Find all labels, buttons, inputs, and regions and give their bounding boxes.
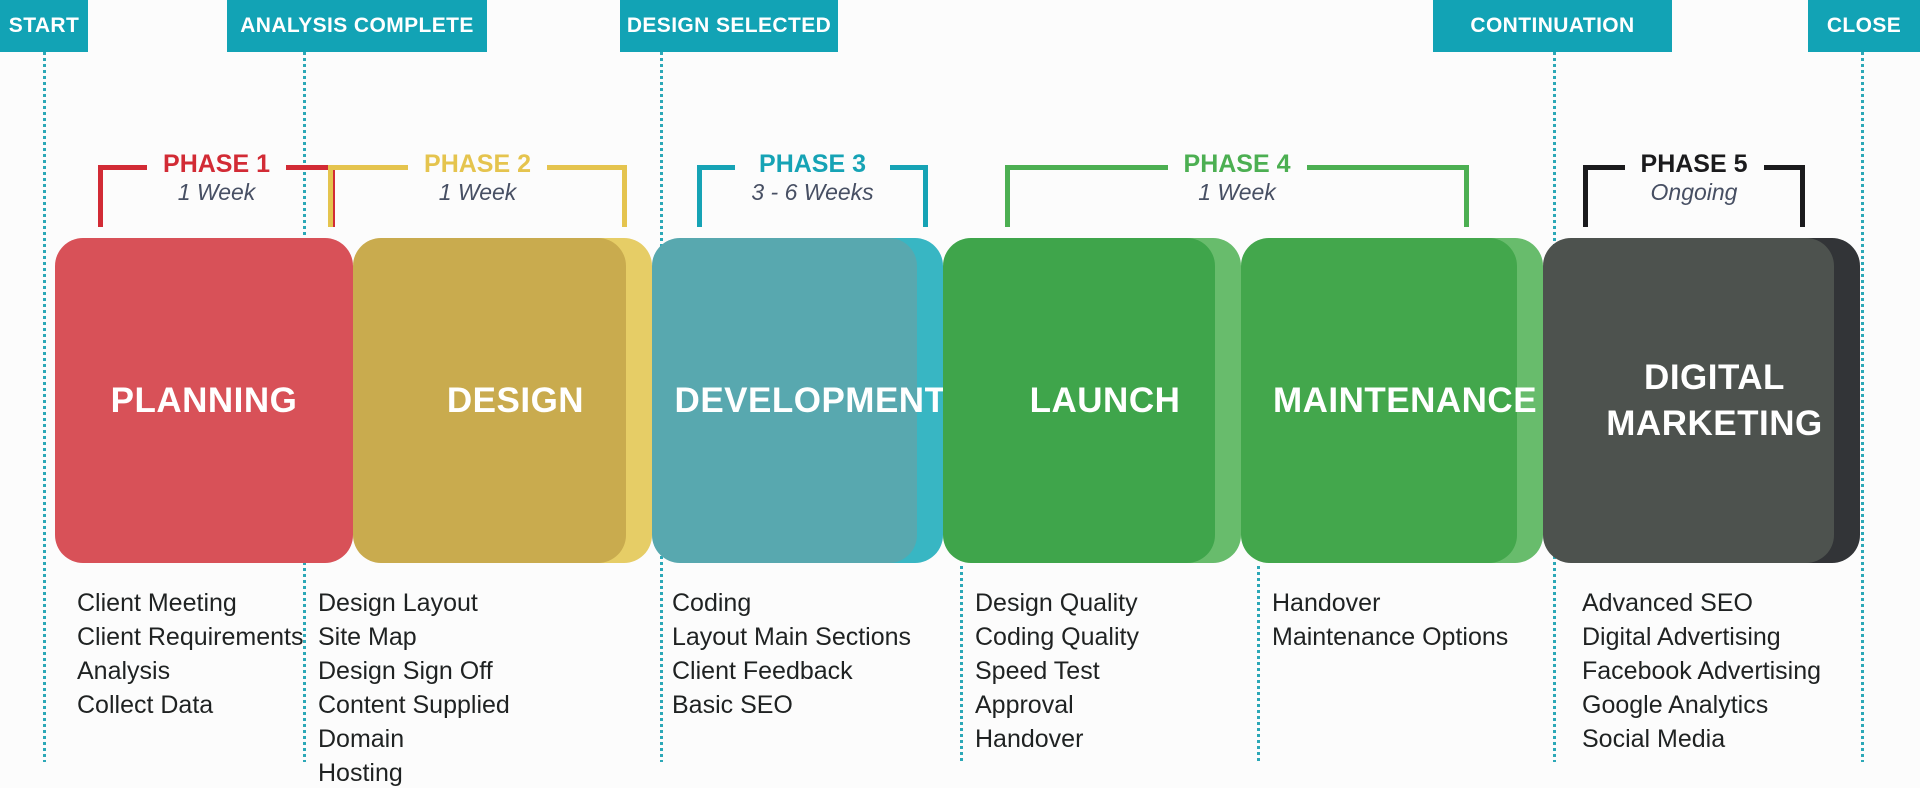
task-item: Coding Quality	[975, 623, 1139, 651]
bracket-arm-left	[328, 165, 409, 227]
phase-duration: Ongoing	[1650, 179, 1738, 205]
task-item: Client Feedback	[672, 657, 853, 685]
task-item: Coding	[672, 589, 752, 617]
milestone-flag-design-selected: DESIGN SELECTED	[620, 0, 838, 52]
phase-bracket-1: PHASE 1 1 Week	[98, 150, 336, 227]
bracket-arm-right	[1763, 165, 1806, 227]
task-item: Maintenance Options	[1272, 623, 1509, 651]
task-item: Layout Main Sections	[672, 623, 912, 651]
task-list-planning: Client Meeting Client Requirements Analy…	[77, 586, 304, 722]
phase-name: PHASE 1	[163, 150, 270, 178]
task-item: Site Map	[318, 623, 417, 651]
milestone-line-close	[1861, 52, 1864, 762]
stage-box-development: DEVELOPMENT	[652, 238, 947, 563]
task-item: Client Meeting	[77, 589, 237, 617]
task-item: Collect Data	[77, 691, 214, 719]
task-item: Digital Advertising	[1582, 623, 1781, 651]
bracket-arm-left	[697, 165, 736, 227]
phase-bracket-3: PHASE 3 3 - 6 Weeks	[697, 150, 929, 227]
phase-name: PHASE 4	[1183, 150, 1291, 178]
task-item: Google Analytics	[1582, 691, 1769, 719]
bracket-arm-right	[1306, 165, 1470, 227]
milestone-flag-continuation: CONTINUATION	[1433, 0, 1672, 52]
task-item: Facebook Advertising	[1582, 657, 1822, 685]
task-item: Hosting	[318, 759, 403, 787]
task-item: Speed Test	[975, 657, 1100, 685]
stage-title: PLANNING	[110, 380, 298, 420]
task-item: Design Quality	[975, 589, 1138, 617]
phase-duration: 3 - 6 Weeks	[751, 179, 874, 205]
task-item: Handover	[975, 725, 1084, 753]
bracket-arm-left	[1005, 165, 1168, 227]
task-list-maintenance: Handover Maintenance Options	[1272, 586, 1508, 654]
task-item: Approval	[975, 691, 1074, 719]
task-list-digital-marketing: Advanced SEO Digital Advertising Faceboo…	[1582, 586, 1821, 756]
task-item: Handover	[1272, 589, 1381, 617]
milestone-flag-analysis-complete: ANALYSIS COMPLETE	[227, 0, 487, 52]
milestone-flag-close: CLOSE	[1808, 0, 1920, 52]
stage-title: DEVELOPMENT	[674, 380, 947, 420]
stage-title: DESIGN	[446, 380, 585, 420]
stage-box-design: DESIGN	[353, 238, 652, 563]
phase-duration: 1 Week	[1198, 179, 1276, 205]
task-item: Design Layout	[318, 589, 478, 617]
phase-bracket-2: PHASE 2 1 Week	[328, 150, 628, 227]
stage-box-launch: LAUNCH	[943, 238, 1241, 563]
task-item: Design Sign Off	[318, 657, 493, 685]
phase-name: PHASE 5	[1640, 150, 1748, 178]
phase-bracket-4: PHASE 4 1 Week	[1005, 150, 1470, 227]
stage-title: DIGITAL MARKETING	[1606, 358, 1823, 443]
task-list-development: Coding Layout Main Sections Client Feedb…	[672, 586, 911, 722]
bracket-arm-left	[98, 165, 148, 227]
stage-box-digital-marketing: DIGITAL MARKETING	[1543, 238, 1860, 563]
phase-name: PHASE 3	[759, 150, 866, 178]
task-item: Basic SEO	[672, 691, 793, 719]
task-item: Client Requirements	[77, 623, 304, 651]
bracket-arm-right	[547, 165, 628, 227]
phase-name: PHASE 2	[424, 150, 531, 178]
task-item: Domain	[318, 725, 405, 753]
phase-duration: 1 Week	[438, 179, 517, 205]
task-item: Content Supplied	[318, 691, 510, 719]
task-list-design: Design Layout Site Map Design Sign Off C…	[318, 586, 510, 788]
phase-duration: 1 Week	[177, 179, 256, 205]
task-item: Social Media	[1582, 725, 1726, 753]
bracket-arm-right	[889, 165, 929, 227]
stage-title: LAUNCH	[1029, 380, 1181, 420]
stage-title: MAINTENANCE	[1272, 380, 1538, 420]
stage-box-maintenance: MAINTENANCE	[1241, 238, 1543, 563]
stage-divider-line	[960, 566, 963, 762]
task-item: Analysis	[77, 657, 171, 685]
task-list-launch: Design Quality Coding Quality Speed Test…	[975, 586, 1139, 756]
task-item: Advanced SEO	[1582, 589, 1753, 617]
milestone-line-start	[43, 52, 46, 762]
bracket-arm-left	[1583, 165, 1625, 227]
milestone-flag-start: START	[0, 0, 88, 52]
phase-bracket-5: PHASE 5 Ongoing	[1583, 150, 1806, 227]
stage-divider-line	[1257, 566, 1260, 762]
stage-box-planning: PLANNING	[55, 238, 353, 563]
